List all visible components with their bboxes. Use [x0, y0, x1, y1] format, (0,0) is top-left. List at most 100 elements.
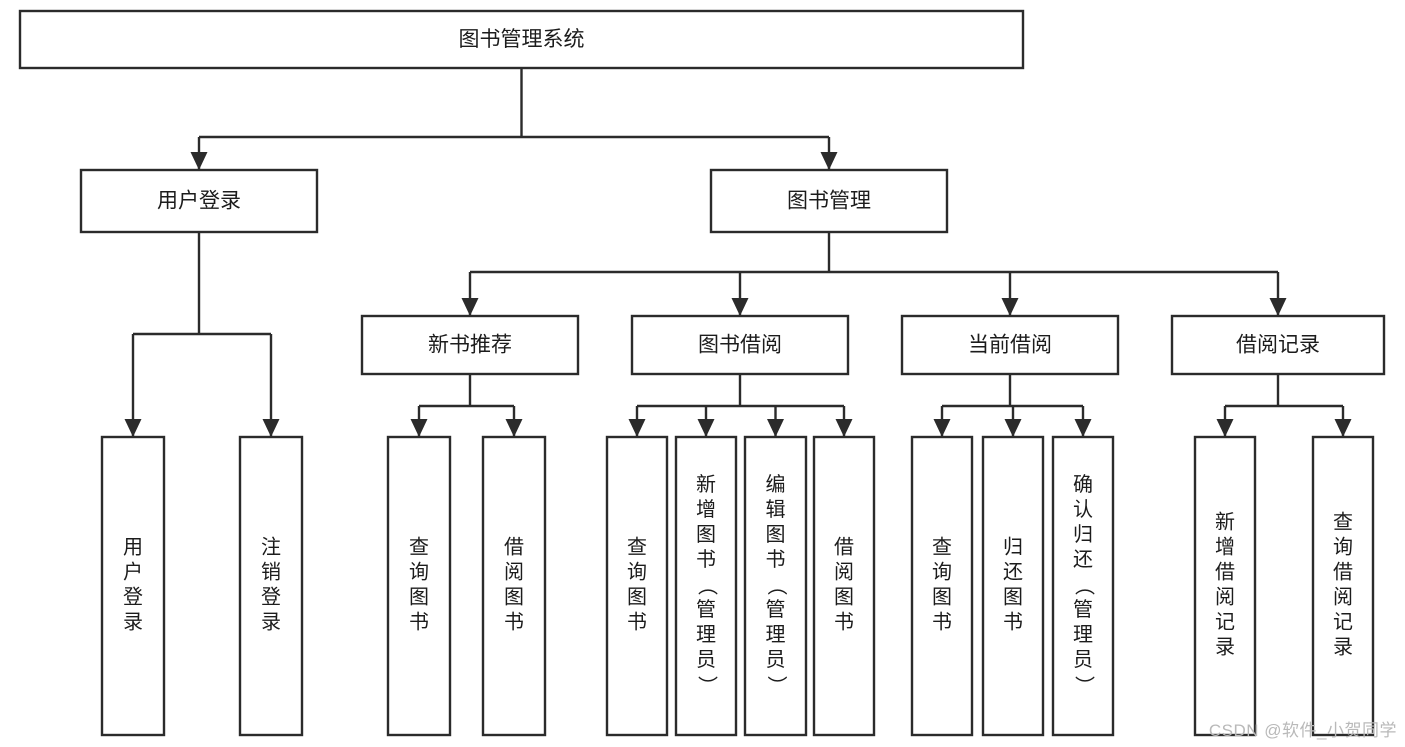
svg-text:记: 记 — [1215, 610, 1235, 633]
svg-text:询: 询 — [932, 560, 952, 583]
node-box[interactable] — [481, 435, 547, 737]
svg-text:询: 询 — [627, 560, 647, 583]
arrow-head-icon — [767, 419, 784, 437]
arrow-head-icon — [1074, 419, 1092, 437]
svg-text:书: 书 — [696, 548, 716, 571]
node-box[interactable] — [981, 435, 1045, 737]
node-level3[interactable]: 新书推荐 — [360, 314, 580, 376]
node-level2[interactable]: 用户登录 — [79, 168, 319, 234]
svg-text:书: 书 — [504, 610, 524, 633]
nodes-layer: 图书管理系统用户登录图书管理新书推荐图书借阅当前借阅借阅记录用户登录注销登录查询… — [18, 9, 1386, 737]
svg-text:销: 销 — [261, 560, 281, 583]
svg-text:辑: 辑 — [766, 498, 786, 521]
node-box[interactable] — [1051, 435, 1115, 737]
node-leaf[interactable]: 用户登录 — [100, 435, 166, 737]
connector-group — [933, 374, 1092, 437]
node-box[interactable] — [386, 435, 452, 737]
node-box[interactable] — [743, 435, 808, 737]
svg-text:书: 书 — [932, 610, 952, 633]
node-box[interactable] — [812, 435, 876, 737]
node-label: 图书管理 — [787, 190, 871, 213]
svg-text:图: 图 — [1003, 586, 1023, 608]
connector-group — [190, 68, 838, 170]
node-box[interactable] — [910, 435, 974, 737]
arrow-head-icon — [505, 419, 523, 437]
node-box[interactable] — [100, 435, 166, 737]
svg-text:理: 理 — [766, 624, 786, 646]
svg-text:增: 增 — [696, 498, 716, 521]
node-level3[interactable]: 借阅记录 — [1170, 314, 1386, 376]
node-root[interactable]: 图书管理系统 — [18, 9, 1025, 70]
svg-text:图: 图 — [834, 586, 854, 608]
svg-text:录: 录 — [1333, 636, 1353, 658]
svg-text:借: 借 — [504, 535, 524, 558]
svg-text:借: 借 — [1215, 560, 1235, 583]
node-box[interactable] — [630, 314, 850, 376]
arrow-head-icon — [410, 419, 428, 437]
svg-text:书: 书 — [766, 548, 786, 571]
arrow-head-icon — [1004, 419, 1022, 437]
svg-text:书: 书 — [834, 610, 854, 633]
connector-group — [628, 374, 853, 437]
node-label: 新书推荐 — [428, 334, 512, 357]
node-label: 当前借阅 — [968, 334, 1052, 357]
arrow-head-icon — [262, 419, 280, 437]
node-box[interactable] — [1193, 435, 1257, 737]
svg-text:新: 新 — [696, 473, 716, 496]
svg-text:书: 书 — [627, 610, 647, 633]
node-box[interactable] — [900, 314, 1120, 376]
node-level3[interactable]: 当前借阅 — [900, 314, 1120, 376]
svg-text:登: 登 — [261, 585, 281, 608]
node-box[interactable] — [18, 9, 1025, 70]
svg-text:管: 管 — [1073, 598, 1093, 621]
svg-text:用: 用 — [123, 536, 143, 558]
node-level2[interactable]: 图书管理 — [709, 168, 949, 234]
node-label: 图书管理系统 — [459, 28, 585, 51]
svg-text:书: 书 — [409, 610, 429, 633]
arrow-head-icon — [124, 419, 142, 437]
node-box[interactable] — [360, 314, 580, 376]
arrow-head-icon — [461, 298, 479, 316]
svg-text:查: 查 — [627, 535, 647, 558]
node-box[interactable] — [1311, 435, 1375, 737]
node-box[interactable] — [1170, 314, 1386, 376]
node-level3[interactable]: 图书借阅 — [630, 314, 850, 376]
svg-text:员: 员 — [696, 649, 716, 671]
svg-text:（: （ — [1073, 576, 1096, 596]
node-box[interactable] — [605, 435, 669, 737]
node-box[interactable] — [238, 435, 304, 737]
node-box[interactable] — [79, 168, 319, 234]
arrow-head-icon — [1269, 298, 1287, 316]
svg-text:（: （ — [696, 576, 719, 596]
svg-text:户: 户 — [123, 560, 143, 583]
svg-text:管: 管 — [696, 598, 716, 621]
svg-text:图: 图 — [409, 586, 429, 608]
arrow-head-icon — [820, 152, 838, 170]
svg-text:）: ） — [765, 676, 788, 696]
node-box[interactable] — [709, 168, 949, 234]
node-box[interactable] — [674, 435, 738, 737]
svg-text:查: 查 — [409, 535, 429, 558]
svg-text:编: 编 — [766, 473, 786, 496]
svg-text:图: 图 — [932, 586, 952, 608]
svg-text:询: 询 — [409, 560, 429, 583]
